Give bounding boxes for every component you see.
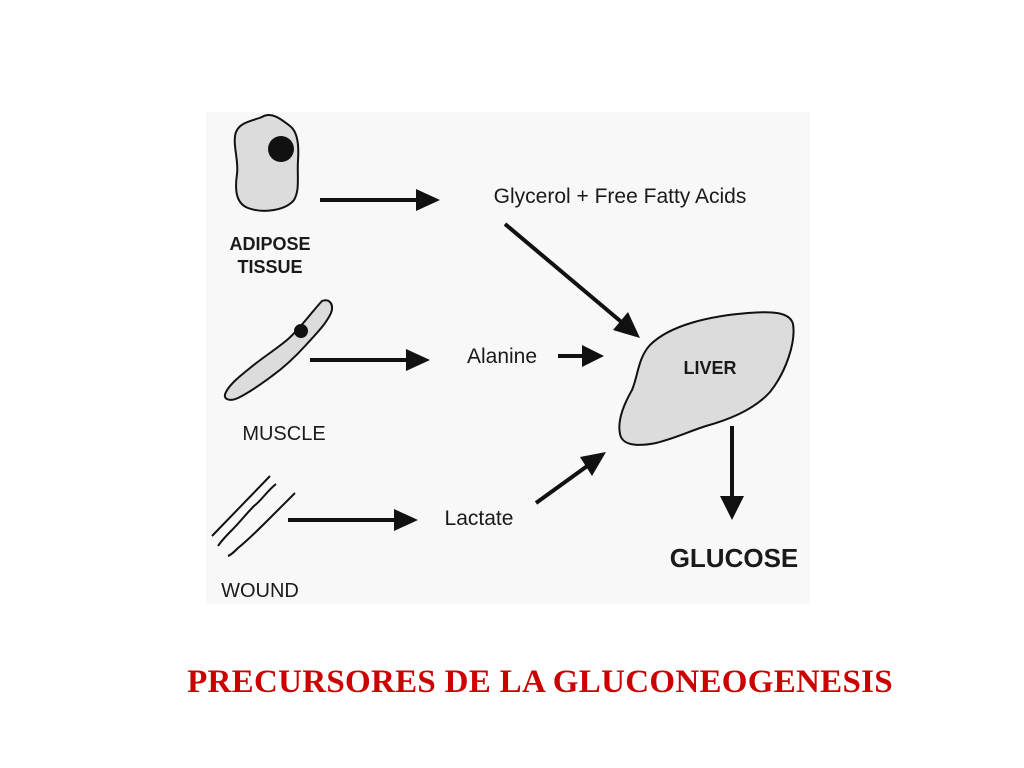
arrow-alanine-to-liver <box>558 345 604 367</box>
muscle-cell <box>223 299 333 401</box>
glucose-label: GLUCOSE <box>670 543 799 573</box>
product-label-alanine: Alanine <box>467 345 537 368</box>
wound-label: WOUND <box>221 580 299 602</box>
arrow-adipose-to-glycerol <box>320 189 440 211</box>
arrow-wound-to-lactate <box>288 509 418 531</box>
liver-shape <box>618 311 795 446</box>
muscle-cell-body <box>223 299 333 401</box>
product-label-lactate: Lactate <box>445 507 514 530</box>
arrow-muscle-to-alanine <box>310 349 430 371</box>
muscle-label: MUSCLE <box>242 423 325 445</box>
slide-title: PRECURSORES DE LA GLUCONEOGENESIS <box>187 664 893 700</box>
liver-organ <box>618 311 795 446</box>
adipose-label-line1: ADIPOSE <box>229 234 310 254</box>
muscle-nucleus <box>294 324 308 338</box>
liver-label: LIVER <box>683 358 736 378</box>
wound-icon <box>211 475 296 557</box>
product-label-glycerol-ffa: Glycerol + Free Fatty Acids <box>494 185 747 208</box>
adipose-label-line2: TISSUE <box>237 257 302 277</box>
arrow-liver-to-glucose <box>720 426 744 520</box>
adipose-cell-body <box>233 114 300 212</box>
adipose-cell <box>233 114 300 212</box>
arrow-lactate-to-liver <box>534 452 606 505</box>
arrow-glycerol-to-liver <box>503 222 640 338</box>
adipose-nucleus <box>268 136 294 162</box>
